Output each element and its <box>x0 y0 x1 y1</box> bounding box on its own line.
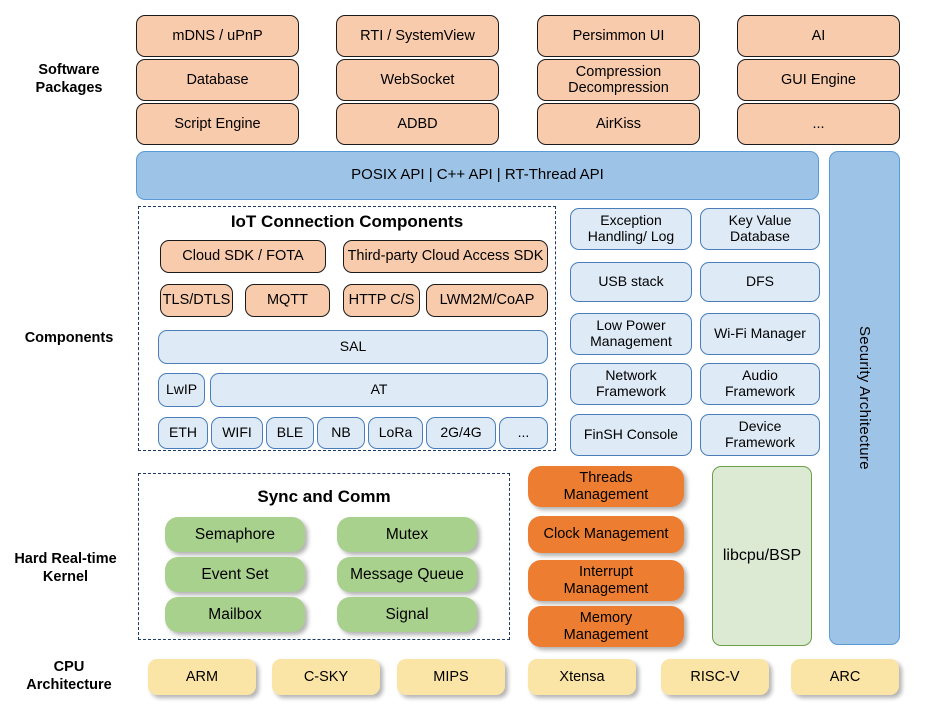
kernel-sync-item[interactable]: Semaphore <box>165 517 305 552</box>
libcpu-bsp-block[interactable]: libcpu/BSP <box>712 466 812 646</box>
iot-protocol-item[interactable]: MQTT <box>245 284 330 317</box>
component-item[interactable]: Key Value Database <box>700 208 820 250</box>
software-package-item[interactable]: Compression Decompression <box>537 59 700 101</box>
software-package-item[interactable]: ... <box>737 103 900 145</box>
component-item[interactable]: Low Power Management <box>570 313 692 355</box>
iot-lwip[interactable]: LwIP <box>158 373 205 407</box>
software-package-item[interactable]: Script Engine <box>136 103 299 145</box>
cpu-architecture-item[interactable]: RISC-V <box>661 659 769 695</box>
cpu-architecture-item[interactable]: Xtensa <box>528 659 636 695</box>
software-package-item[interactable]: WebSocket <box>336 59 499 101</box>
iot-protocol-item[interactable]: LWM2M/CoAP <box>426 284 548 317</box>
component-item[interactable]: Device Framework <box>700 414 820 456</box>
iot-link-item[interactable]: LoRa <box>368 417 423 449</box>
iot-link-item[interactable]: BLE <box>266 417 314 449</box>
software-package-item[interactable]: mDNS / uPnP <box>136 15 299 57</box>
component-item[interactable]: DFS <box>700 262 820 302</box>
component-item[interactable]: Audio Framework <box>700 363 820 405</box>
cpu-architecture-item[interactable]: ARC <box>791 659 899 695</box>
software-package-item[interactable]: AI <box>737 15 900 57</box>
kernel-management-item[interactable]: Threads Management <box>528 466 684 507</box>
cpu-architecture-item[interactable]: MIPS <box>397 659 505 695</box>
software-package-item[interactable]: RTI / SystemView <box>336 15 499 57</box>
iot-sal[interactable]: SAL <box>158 330 548 364</box>
kernel-sync-item[interactable]: Message Queue <box>337 557 477 592</box>
iot-protocol-item[interactable]: TLS/DTLS <box>160 284 233 317</box>
component-item[interactable]: FinSH Console <box>570 414 692 456</box>
iot-connection-components-container <box>138 206 556 451</box>
software-package-item[interactable]: AirKiss <box>537 103 700 145</box>
iot-third-party-cloud-access-sdk[interactable]: Third-party Cloud Access SDK <box>343 240 548 273</box>
kernel-sync-item[interactable]: Signal <box>337 597 477 632</box>
component-item[interactable]: Exception Handling/ Log <box>570 208 692 250</box>
kernel-management-item[interactable]: Clock Management <box>528 516 684 553</box>
security-architecture-bar[interactable]: Security Architecture <box>829 151 900 645</box>
kernel-management-item[interactable]: Memory Management <box>528 606 684 647</box>
row-label-kernel: Hard Real-time Kernel <box>14 550 117 585</box>
iot-link-item[interactable]: 2G/4G <box>426 417 496 449</box>
software-package-item[interactable]: GUI Engine <box>737 59 900 101</box>
iot-link-item[interactable]: NB <box>317 417 365 449</box>
software-package-item[interactable]: ADBD <box>336 103 499 145</box>
iot-link-item[interactable]: ... <box>499 417 548 449</box>
row-label-software-packages: Software Packages <box>35 61 103 96</box>
sync-and-comm-title: Sync and Comm <box>257 487 391 506</box>
row-label-cpu-architecture: CPU Architecture <box>26 658 112 693</box>
component-item[interactable]: Wi-Fi Manager <box>700 313 820 355</box>
software-package-item[interactable]: Persimmon UI <box>537 15 700 57</box>
iot-at[interactable]: AT <box>210 373 548 407</box>
sync-and-comm-container <box>138 473 510 640</box>
iot-protocol-item[interactable]: HTTP C/S <box>343 284 420 317</box>
iot-link-item[interactable]: WIFI <box>211 417 263 449</box>
kernel-sync-item[interactable]: Mailbox <box>165 597 305 632</box>
kernel-sync-item[interactable]: Event Set <box>165 557 305 592</box>
kernel-sync-item[interactable]: Mutex <box>337 517 477 552</box>
row-label-components: Components <box>24 329 114 346</box>
security-architecture-label: Security Architecture <box>856 326 873 470</box>
component-item[interactable]: USB stack <box>570 262 692 302</box>
iot-link-item[interactable]: ETH <box>158 417 208 449</box>
kernel-management-item[interactable]: Interrupt Management <box>528 560 684 601</box>
software-package-item[interactable]: Database <box>136 59 299 101</box>
iot-cloud-sdk-fota[interactable]: Cloud SDK / FOTA <box>160 240 326 273</box>
cpu-architecture-item[interactable]: ARM <box>148 659 256 695</box>
component-item[interactable]: Network Framework <box>570 363 692 405</box>
iot-connection-components-title: IoT Connection Components <box>230 212 464 231</box>
cpu-architecture-item[interactable]: C-SKY <box>272 659 380 695</box>
api-bar[interactable]: POSIX API | C++ API | RT-Thread API <box>136 151 819 200</box>
